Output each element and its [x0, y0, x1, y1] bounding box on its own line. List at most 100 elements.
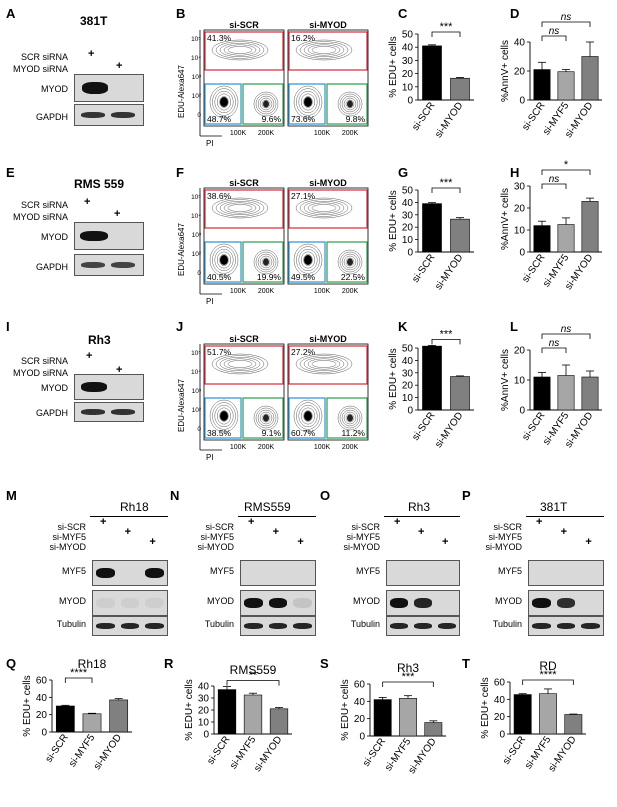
significance-label: ns — [549, 174, 560, 185]
significance-bracket — [541, 333, 591, 339]
contour — [303, 254, 313, 266]
significance-label: *** — [440, 177, 454, 189]
contour — [223, 202, 257, 214]
panel-label-q: Q — [6, 656, 17, 671]
plus-sign: + — [84, 196, 91, 208]
contour — [341, 253, 359, 271]
contour-lines — [209, 197, 279, 277]
contour — [299, 355, 349, 373]
contour — [345, 413, 355, 423]
protein-band — [145, 598, 164, 608]
bar — [564, 714, 583, 735]
contour — [255, 251, 277, 273]
protein-band — [111, 112, 135, 118]
chart-title: Rh18 — [78, 657, 107, 671]
significance-bracket — [382, 681, 434, 687]
significance-label: * — [564, 159, 569, 171]
x-tick-label: 100K — [230, 444, 247, 451]
x-tick-label: 200K — [342, 444, 359, 451]
protein-band — [82, 82, 108, 94]
protein-band — [244, 598, 263, 608]
band-label: MYOD — [495, 596, 522, 606]
y-tick-label: 10² — [192, 251, 202, 258]
contour-core — [220, 255, 228, 265]
y-axis-label: % EDU+ cells — [22, 675, 33, 736]
significance-bracket — [431, 31, 461, 37]
category-label: si-SCR — [410, 100, 437, 132]
contour — [215, 199, 265, 217]
contour — [311, 204, 337, 212]
contour — [345, 257, 355, 267]
y-tick-label: 40 — [514, 38, 526, 49]
chart-title: Rh3 — [397, 661, 419, 675]
significance-bracket — [541, 347, 567, 353]
treatment-label-scr: SCR siRNA — [20, 356, 68, 366]
blot-title: Rh3 — [408, 500, 431, 514]
protein-band — [81, 112, 105, 118]
gate-g2 — [326, 397, 368, 439]
significance-bracket — [64, 677, 93, 683]
treatment-label: si-SCR — [493, 522, 523, 532]
treatment-label: si-MYF5 — [52, 532, 87, 542]
protein-band — [111, 409, 135, 415]
protein-band — [293, 623, 312, 629]
bar — [424, 722, 443, 737]
plus-sign: + — [124, 526, 132, 538]
protein-band — [414, 623, 432, 629]
treatment-label: si-SCR — [57, 522, 87, 532]
contour — [299, 41, 349, 59]
bar — [450, 218, 470, 253]
y-tick-label: 0 — [407, 248, 413, 259]
x-tick-label: 100K — [230, 130, 247, 137]
contour-core — [263, 258, 269, 266]
treatment-label: si-MYF5 — [346, 532, 381, 542]
band-label: MYOD — [59, 596, 86, 606]
contour — [211, 39, 269, 61]
gate-percent-bottom-right: 22.5% — [341, 272, 366, 282]
blot-title: 381T — [80, 14, 108, 28]
panel-label-h: H — [510, 165, 520, 180]
gate-percent-top: 16.2% — [291, 33, 316, 43]
category-label: si-MYOD — [433, 252, 465, 292]
y-tick-label: 0 — [519, 96, 525, 107]
gate-percent-bottom-right: 19.9% — [257, 272, 282, 282]
panel-label-l: L — [510, 319, 518, 334]
contour — [337, 405, 363, 431]
contour — [337, 91, 363, 117]
blot-strip — [528, 560, 604, 586]
y-tick-label: 50 — [402, 344, 414, 355]
panel-label-a: A — [6, 6, 16, 21]
y-axis-label: % EDU+ cells — [480, 677, 491, 738]
contour — [219, 96, 229, 108]
panel-label-d: D — [510, 6, 520, 21]
treatment-label-myod: MYOD siRNA — [12, 212, 68, 222]
protein-band — [81, 262, 105, 268]
y-tick-label: 30 — [402, 56, 414, 67]
protein-band — [145, 623, 164, 629]
bar — [513, 694, 532, 735]
y-tick-label: 20 — [402, 381, 414, 392]
blot-strip-myod — [74, 74, 144, 102]
contour — [303, 200, 345, 216]
contour — [295, 353, 353, 375]
gate-percent-top: 51.7% — [207, 347, 232, 357]
x-tick-label: 200K — [342, 288, 359, 295]
x-tick-label: 200K — [258, 130, 275, 137]
gate-g1 — [288, 397, 326, 439]
contour — [300, 93, 316, 111]
contour — [341, 409, 359, 427]
panel-label-m: M — [6, 488, 17, 503]
contour — [212, 402, 236, 430]
contour — [295, 197, 353, 219]
protein-band — [293, 598, 312, 608]
gate-edu-positive — [204, 189, 284, 229]
plus-sign: + — [297, 536, 304, 548]
blot-title: 381T — [540, 500, 568, 514]
y-tick-label: 10 — [402, 82, 414, 93]
plus-sign: + — [100, 516, 107, 528]
significance-bracket — [431, 187, 461, 193]
